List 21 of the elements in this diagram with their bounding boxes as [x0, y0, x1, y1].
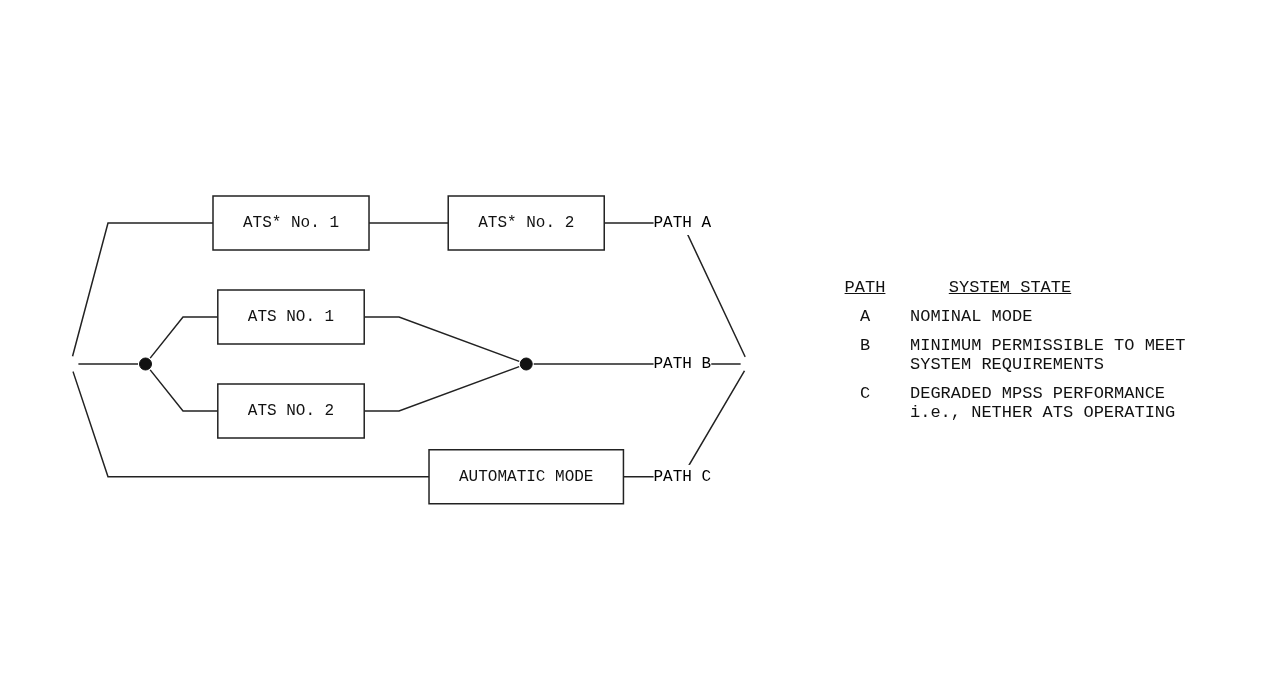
connector [77, 362, 140, 365]
node-circle [139, 357, 153, 371]
table-cell-text: A [858, 306, 872, 326]
node-circle [520, 357, 534, 371]
table-cell-text: NOMINAL MODE [910, 306, 1034, 326]
node-box: ATS* No. 1 [212, 194, 371, 251]
table-cell-text: C [858, 383, 872, 405]
table-cell-text: B [858, 335, 872, 357]
table-cell-text: DEGRADED MPSS PERFORMANCE i.e., NETHER ATS OPERATING [910, 383, 1177, 422]
table-cell-text: MINIMUM PERMISSIBLE TO MEET SYSTEM REQUIREMENTS [910, 335, 1187, 374]
node-box: ATS NO. 1 [217, 288, 366, 345]
node-box: ATS* No. 2 [447, 194, 606, 251]
column-header: SYSTEM STATE [948, 277, 1072, 297]
node-box: ATS NO. 2 [217, 382, 366, 439]
connector [149, 315, 219, 359]
column-header: PATH [844, 277, 886, 297]
edge-label: PATH B [653, 354, 712, 373]
edge-label: PATH C [653, 467, 712, 486]
edge-label: PATH A [653, 213, 712, 232]
node-box: AUTOMATIC MODE [428, 448, 625, 505]
connector [149, 368, 219, 412]
